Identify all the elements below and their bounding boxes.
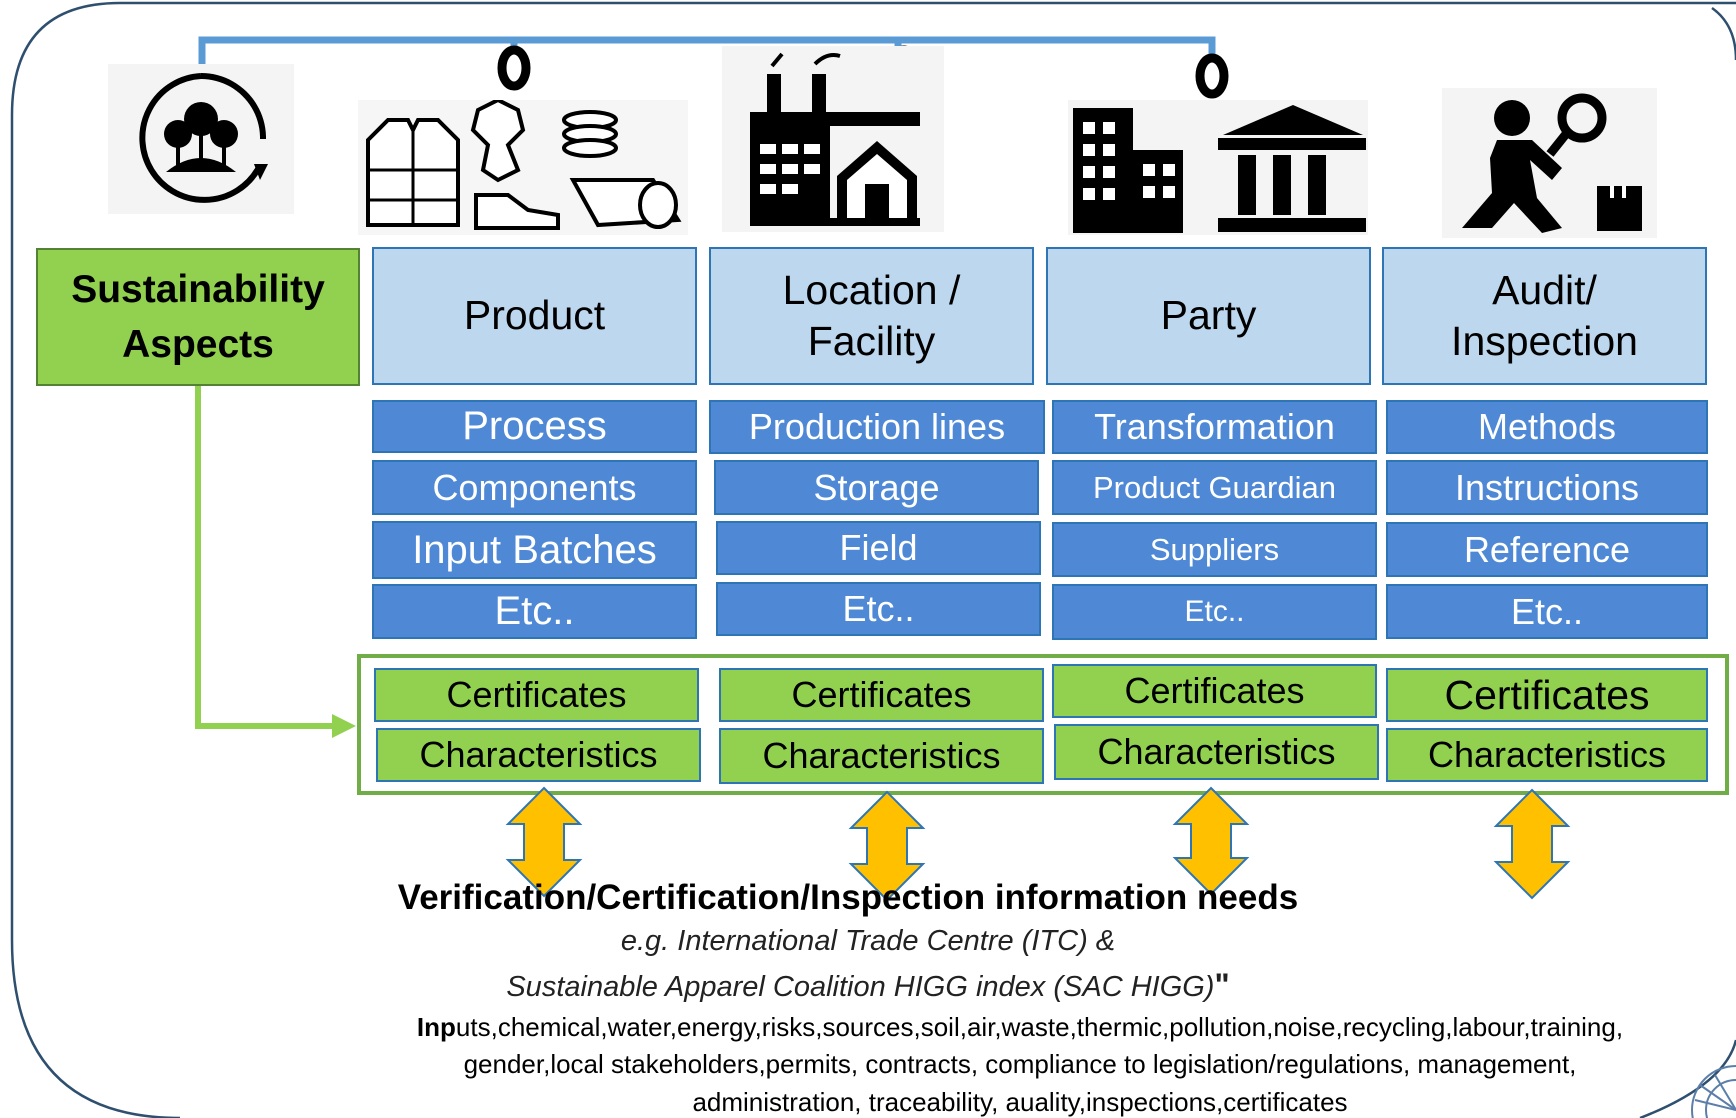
aspects-line2: Aspects bbox=[122, 323, 274, 366]
header-line: Party bbox=[1160, 292, 1257, 339]
example-line-1: e.g. International Trade Centre (ITC) & bbox=[620, 925, 1116, 957]
item-bar-part: Input Batches bbox=[412, 527, 657, 572]
item-bar: Etc.. bbox=[1386, 584, 1708, 639]
header-party: Party bbox=[1046, 247, 1371, 385]
characteristics-bar: Characteristics bbox=[1386, 728, 1708, 782]
certificates-bar: Certificates bbox=[1052, 664, 1377, 718]
quote-mark: " bbox=[1214, 967, 1230, 1003]
certificates-group-box bbox=[357, 654, 1729, 795]
header-location-facility: Location / Facility bbox=[709, 247, 1034, 385]
needs-line-3: administration, traceability, auality,in… bbox=[692, 1087, 1348, 1117]
item-bar: Transformation bbox=[1052, 400, 1377, 454]
item-bar: Field bbox=[716, 521, 1041, 575]
item-bar: Etc.. bbox=[1052, 584, 1377, 640]
header-line: Facility bbox=[807, 318, 936, 364]
characteristics-bar: Characteristics bbox=[1054, 724, 1379, 780]
item-bar: Methods bbox=[1386, 400, 1708, 454]
sustainability-aspects-box: Sustainability Aspects bbox=[36, 248, 360, 386]
header-line: Audit/ bbox=[1492, 266, 1597, 313]
item-bar: Product Guardian bbox=[1052, 460, 1377, 515]
characteristics-bar: Characteristics bbox=[376, 728, 701, 782]
double-arrow-icon bbox=[505, 786, 583, 898]
needs-line-1: Inputs,chemical,water,energy,risks,sourc… bbox=[330, 1012, 1710, 1043]
emblem-icon bbox=[1691, 1065, 1736, 1118]
example-line-2-text: Sustainable Apparel Coalition HIGG index… bbox=[506, 971, 1215, 1003]
needs-line-2: gender,local stakeholders,permits, contr… bbox=[463, 1049, 1577, 1079]
characteristics-bar: Characteristics bbox=[719, 728, 1044, 784]
header-line: Inspection bbox=[1451, 318, 1638, 364]
item-bar: Input Batches bbox=[372, 521, 697, 579]
item-bar: Process bbox=[372, 400, 697, 453]
item-bar: Storage bbox=[714, 460, 1039, 515]
item-bar: Reference bbox=[1386, 522, 1708, 577]
header-audit-inspection: Audit/ Inspection bbox=[1382, 247, 1707, 385]
needs-line-1-rest: uts,chemical,water,energy,risks,sources,… bbox=[455, 1012, 1624, 1042]
earth-trees-cycle-icon bbox=[108, 64, 294, 214]
factory-house-icon bbox=[722, 46, 944, 232]
office-building-bank-icon bbox=[1068, 100, 1368, 235]
item-bar: Etc.. bbox=[716, 582, 1041, 636]
apparel-products-icon bbox=[358, 100, 688, 235]
certificates-bar: Certificates bbox=[374, 668, 699, 722]
needs-bold-prefix: Inp bbox=[416, 1012, 456, 1042]
header-line: Product bbox=[463, 292, 606, 339]
inspector-magnifier-icon bbox=[1442, 88, 1657, 238]
header-line: Location / bbox=[782, 266, 961, 313]
certificates-bar: Certificates bbox=[1386, 668, 1708, 722]
double-arrows bbox=[505, 786, 1571, 902]
item-bar: Instructions bbox=[1386, 460, 1708, 515]
item-bar: Components bbox=[372, 460, 697, 515]
double-arrow-icon bbox=[1493, 788, 1571, 900]
header-product: Product bbox=[372, 247, 697, 385]
verification-title: Verification/Certification/Inspection in… bbox=[397, 878, 1299, 917]
ring-connector-icon bbox=[1195, 53, 1229, 99]
double-arrow-icon bbox=[848, 790, 926, 902]
certificates-bar: Certificates bbox=[719, 668, 1044, 722]
example-line-2: Sustainable Apparel Coalition HIGG index… bbox=[0, 967, 1736, 1004]
aspects-link-arrow bbox=[195, 386, 356, 738]
aspects-line1: Sustainability bbox=[71, 267, 325, 311]
item-bar: Etc.. bbox=[372, 584, 697, 639]
ring-connector-icon bbox=[497, 45, 531, 91]
item-bar: Suppliers bbox=[1052, 522, 1377, 577]
double-arrow-icon bbox=[1172, 786, 1250, 896]
item-bar: Production lines bbox=[709, 400, 1045, 454]
